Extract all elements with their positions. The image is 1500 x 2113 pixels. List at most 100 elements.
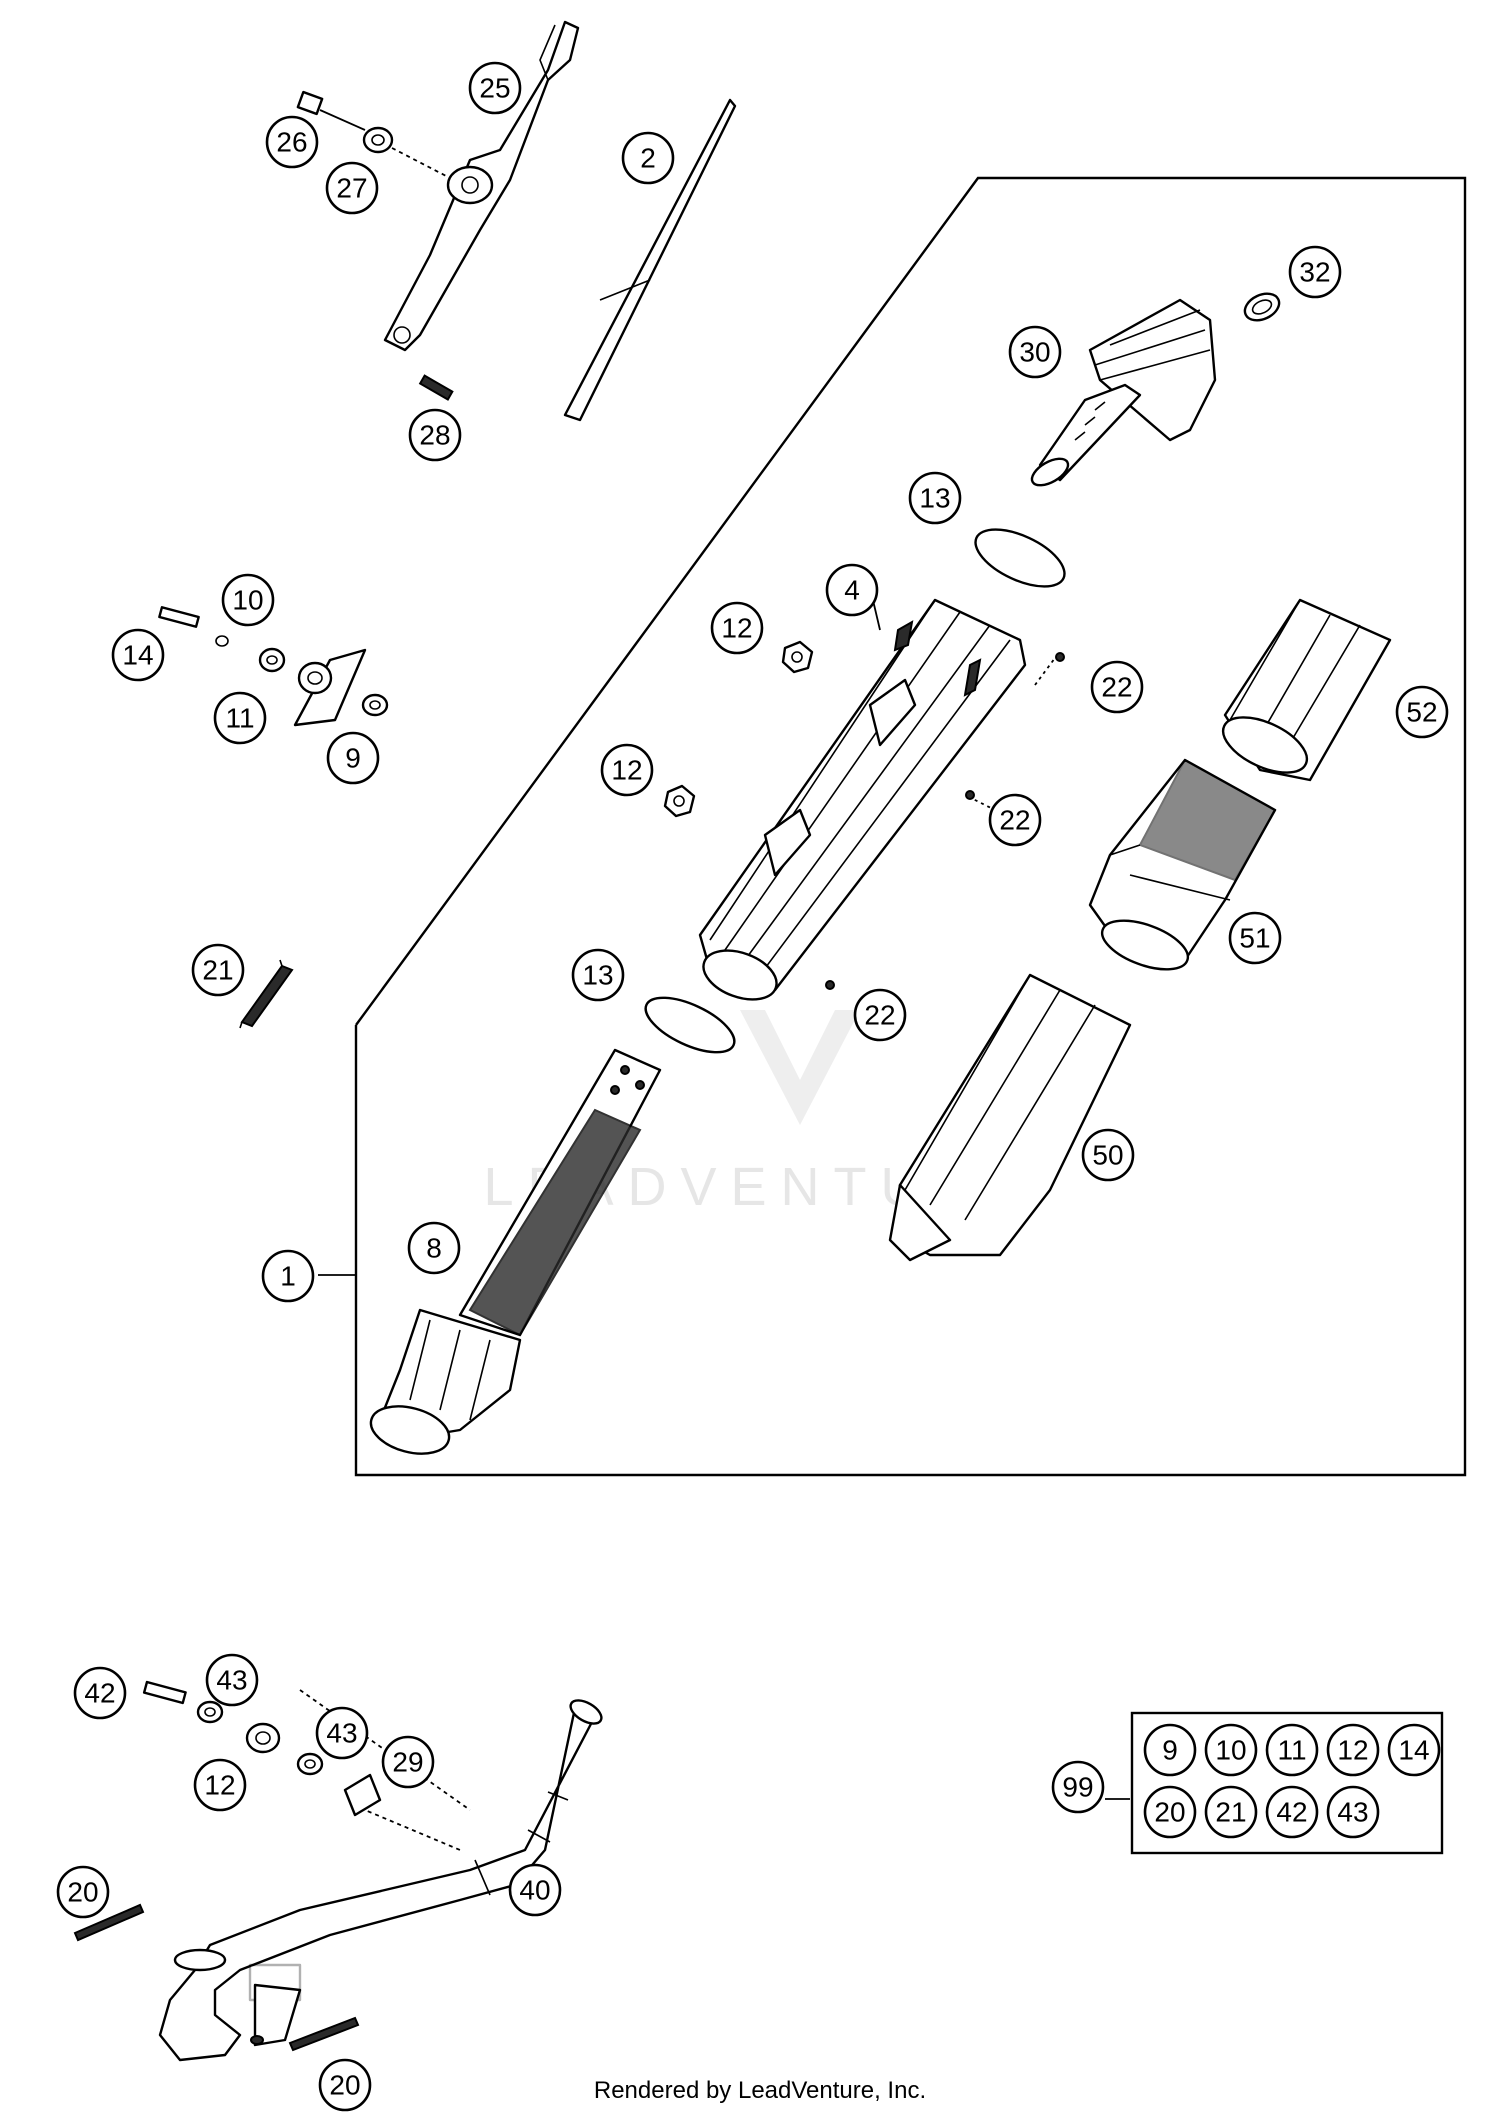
kit-99-contents: 9 10 11 12 14 20 21 42 43 xyxy=(1143,1723,1441,1839)
svg-text:42: 42 xyxy=(84,1678,115,1709)
svg-text:22: 22 xyxy=(999,805,1030,836)
callout-42: 42 xyxy=(73,1666,127,1720)
svg-text:43: 43 xyxy=(1337,1797,1368,1828)
svg-text:20: 20 xyxy=(1154,1797,1185,1828)
callout-14: 14 xyxy=(111,628,165,682)
kit-99-item-12: 12 xyxy=(1326,1723,1380,1777)
svg-text:21: 21 xyxy=(202,955,233,986)
bracket-part-25 xyxy=(383,20,580,352)
svg-text:11: 11 xyxy=(225,703,254,734)
callout-12-middle: 12 xyxy=(600,743,654,797)
svg-text:20: 20 xyxy=(67,1877,98,1908)
callout-20-bottom: 20 xyxy=(318,2058,372,2112)
kit-99-box xyxy=(1130,1711,1444,1855)
svg-text:22: 22 xyxy=(864,1000,895,1031)
callout-30: 30 xyxy=(1008,325,1062,379)
callout-52: 52 xyxy=(1395,685,1449,739)
callout-13-upper: 13 xyxy=(908,471,962,525)
perforated-insert-part-51 xyxy=(1088,758,1277,971)
inlet-tube-part-8 xyxy=(369,1048,662,1455)
callout-27: 27 xyxy=(325,161,379,215)
silencer-shell-part-50 xyxy=(888,973,1132,1262)
svg-text:1: 1 xyxy=(280,1261,296,1292)
callout-9: 9 xyxy=(326,731,380,785)
bolt-part-26 xyxy=(296,90,366,131)
svg-text:4: 4 xyxy=(844,575,860,606)
callout-8: 8 xyxy=(407,1221,461,1275)
kit-99-item-11: 11 xyxy=(1265,1723,1319,1777)
callout-11: 11 xyxy=(213,691,267,745)
svg-text:14: 14 xyxy=(122,640,153,671)
callout-43-right: 43 xyxy=(315,1706,369,1760)
svg-text:12: 12 xyxy=(204,1770,235,1801)
callout-22-upper: 22 xyxy=(1090,660,1144,714)
callout-13-lower: 13 xyxy=(571,948,625,1002)
svg-text:26: 26 xyxy=(276,127,307,158)
svg-text:29: 29 xyxy=(392,1747,423,1778)
callout-21: 21 xyxy=(191,943,245,997)
callout-28: 28 xyxy=(408,408,462,462)
silencer-body-part-4 xyxy=(698,598,1027,1001)
gasket-part-2 xyxy=(563,98,737,422)
bolt-part-42 xyxy=(142,1680,187,1705)
svg-text:42: 42 xyxy=(1276,1797,1307,1828)
svg-text:10: 10 xyxy=(1215,1735,1246,1766)
svg-text:99: 99 xyxy=(1062,1772,1093,1803)
spring-part-21 xyxy=(239,959,294,1029)
svg-text:40: 40 xyxy=(519,1875,550,1906)
callout-12-upper: 12 xyxy=(710,601,764,655)
svg-text:14: 14 xyxy=(1398,1735,1429,1766)
callout-4: 4 xyxy=(825,563,879,617)
kit-99-item-10: 10 xyxy=(1204,1723,1258,1777)
kit-99-item-42: 42 xyxy=(1265,1785,1319,1839)
svg-text:27: 27 xyxy=(336,173,367,204)
spring-part-20-left xyxy=(73,1903,145,1942)
callout-43-left: 43 xyxy=(205,1653,259,1707)
callout-26: 26 xyxy=(265,115,319,169)
washer-part-10 xyxy=(215,635,229,647)
svg-text:2: 2 xyxy=(640,143,656,174)
callout-40: 40 xyxy=(508,1863,562,1917)
svg-text:12: 12 xyxy=(611,755,642,786)
svg-text:11: 11 xyxy=(1277,1735,1306,1766)
svg-text:51: 51 xyxy=(1239,923,1270,954)
svg-text:10: 10 xyxy=(232,585,263,616)
bracket-part-29 xyxy=(343,1773,382,1817)
callout-50: 50 xyxy=(1081,1128,1135,1182)
callout-2: 2 xyxy=(621,131,675,185)
svg-text:20: 20 xyxy=(329,2070,360,2101)
silencer-assembly-frame xyxy=(354,176,1467,1477)
clamp-part-32 xyxy=(1243,292,1281,322)
svg-text:52: 52 xyxy=(1406,697,1437,728)
callout-20-left: 20 xyxy=(56,1865,110,1919)
svg-text:22: 22 xyxy=(1101,672,1132,703)
svg-text:12: 12 xyxy=(721,613,752,644)
end-cap-part-30 xyxy=(1030,298,1217,487)
callout-99: 99 xyxy=(1051,1760,1105,1814)
bracket-part-9 xyxy=(293,648,389,727)
svg-text:12: 12 xyxy=(1337,1735,1368,1766)
svg-text:30: 30 xyxy=(1019,337,1050,368)
callout-32: 32 xyxy=(1288,245,1342,299)
svg-text:13: 13 xyxy=(582,960,613,991)
screw-part-28 xyxy=(418,374,454,401)
svg-text:50: 50 xyxy=(1092,1140,1123,1171)
kit-99-item-43: 43 xyxy=(1326,1785,1380,1839)
rivet-part-22-lower xyxy=(825,980,835,990)
grommet-part-12-lower xyxy=(245,1722,281,1754)
svg-text:25: 25 xyxy=(479,73,510,104)
svg-text:32: 32 xyxy=(1299,257,1330,288)
rivet-part-22-middle xyxy=(965,790,975,800)
svg-text:13: 13 xyxy=(919,483,950,514)
svg-text:9: 9 xyxy=(1162,1735,1178,1766)
spring-part-20-bottom xyxy=(288,2016,360,2052)
nut-part-12-upper xyxy=(781,640,814,674)
kit-99-item-21: 21 xyxy=(1204,1785,1258,1839)
footer-text: Rendered by LeadVenture, Inc. xyxy=(594,2077,926,2104)
callout-22-middle: 22 xyxy=(988,793,1042,847)
o-ring-part-13-upper xyxy=(974,528,1066,588)
svg-text:43: 43 xyxy=(326,1718,357,1749)
bolt-part-14 xyxy=(158,606,200,628)
washer-part-43-left xyxy=(196,1700,224,1724)
